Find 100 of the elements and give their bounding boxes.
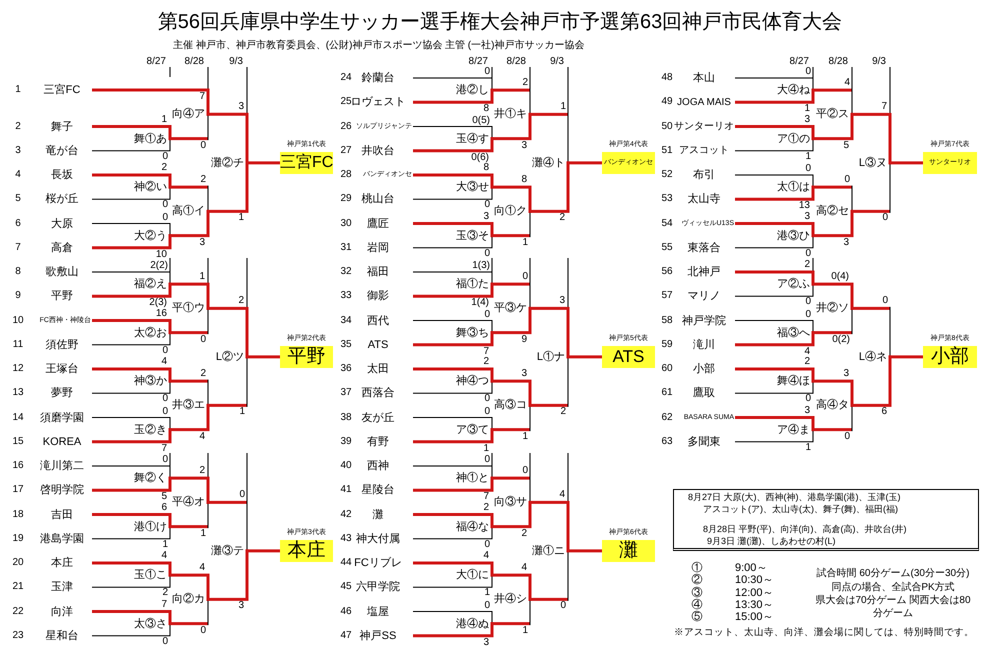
match-label: 神③か	[134, 374, 167, 388]
score-label: 4	[804, 346, 810, 357]
winner-box: 三宮FC	[280, 152, 333, 174]
score-label: 4	[483, 551, 489, 561]
bracket-line	[168, 574, 210, 601]
row-number: 20	[12, 557, 24, 569]
bracket-line	[92, 476, 172, 492]
schedule-text: 9月3日 灘(灘)、しあわせの村(L)	[707, 535, 836, 547]
match-label: 港③ひ	[777, 228, 810, 243]
score-label: 5	[843, 140, 849, 151]
score-label: 6	[161, 502, 167, 512]
bracket-line	[490, 210, 530, 238]
bracket-line	[92, 223, 170, 236]
slot-number: ②	[692, 573, 702, 586]
row-number: 11	[12, 338, 24, 351]
row-number: 55	[661, 242, 673, 254]
score-label: 4	[559, 490, 565, 500]
row-number: 15	[12, 436, 24, 448]
bracket-line	[413, 235, 492, 248]
score-label: 0	[882, 296, 888, 306]
team-name: FCリブレ	[354, 556, 402, 570]
match-label: 港④ぬ	[456, 616, 489, 631]
score-label: 2	[804, 260, 810, 270]
match-label: L④ネ	[858, 350, 887, 364]
team-name: 太山寺	[688, 192, 720, 206]
bracket-line	[168, 114, 208, 140]
team-name: 多聞東	[688, 434, 720, 449]
team-name: 桜が丘	[46, 192, 78, 206]
score-label: 0	[484, 600, 490, 610]
score-label: 1	[805, 152, 811, 162]
match-label: 向①ク	[494, 204, 527, 218]
match-label: 玉②き	[134, 422, 167, 437]
bracket-line	[812, 186, 852, 212]
score-label: 0	[805, 67, 811, 77]
match-label: 玉④す	[456, 132, 489, 146]
row-number: 50	[661, 120, 673, 132]
row-number: 8	[15, 266, 21, 278]
row-number: 33	[340, 290, 352, 302]
score-label: 16	[156, 308, 167, 318]
row-number: 14	[12, 412, 24, 424]
team-name: 星和台	[46, 628, 78, 643]
bracket-line	[92, 186, 170, 200]
team-name: 鷹匠	[367, 216, 389, 230]
score-label: 0	[162, 406, 168, 416]
row-number: 12	[12, 363, 24, 375]
score-label: 0	[522, 272, 528, 282]
start-time: 15:00～	[735, 610, 774, 624]
row-number: 2	[15, 120, 21, 132]
row-number: 40	[340, 460, 352, 472]
team-name: 王塚台	[46, 362, 78, 376]
bracket-line	[413, 88, 494, 104]
row-number: 59	[661, 338, 673, 351]
team-name: 玉津	[51, 580, 73, 594]
date-label: 8/28	[184, 54, 204, 68]
row-number: 3	[15, 144, 21, 157]
score-label: 4	[199, 563, 205, 574]
match-label: 太②お	[134, 326, 167, 340]
team-name: 本山	[693, 71, 715, 85]
bracket-line	[850, 162, 890, 213]
score-label: 0(6)	[471, 152, 489, 163]
match-label: 灘②チ	[211, 156, 244, 170]
match-label: 大①に	[456, 568, 489, 582]
team-name: 東落合	[688, 240, 720, 255]
match-label: L①ナ	[536, 350, 565, 364]
bracket-line	[528, 550, 568, 601]
team-name: マリノ	[688, 289, 720, 304]
row-number: 36	[340, 363, 352, 375]
bracket-line	[413, 331, 494, 346]
score-label: 4	[521, 563, 527, 574]
match-label: 高①イ	[172, 204, 205, 218]
bracket-line	[92, 282, 172, 298]
row-number: 34	[340, 314, 352, 326]
team-name: 港島学園	[40, 532, 84, 546]
bracket-line	[888, 161, 923, 164]
score-label: 2	[238, 296, 244, 306]
row-number: 22	[12, 606, 24, 618]
row-number: 5	[15, 193, 21, 206]
bracket-line	[735, 88, 814, 104]
schedule-text: 8月28日 平野(平)、向洋(向)、高倉(高)、井吹台(井)	[703, 523, 906, 535]
team-name: 吉田	[51, 508, 73, 522]
row-number: 60	[661, 363, 673, 375]
match-label: L②ツ	[216, 350, 244, 364]
score-label: 2	[560, 407, 566, 418]
bracket-line	[566, 355, 602, 358]
bracket-line	[413, 611, 492, 624]
score-label: 3	[521, 369, 527, 380]
match-label: 向④ア	[172, 107, 205, 122]
date-label: 8/27	[468, 54, 488, 67]
team-name: 須佐野	[46, 338, 78, 352]
score-label: 1	[199, 272, 205, 282]
match-label: 舞④ほ	[777, 374, 810, 388]
match-label: 福③へ	[777, 326, 810, 340]
bracket-line	[490, 574, 532, 601]
match-label: 井①キ	[494, 107, 527, 122]
team-name: 布引	[693, 168, 715, 182]
score-label: 1	[239, 407, 245, 418]
bracket-line	[490, 186, 532, 213]
row-number: 7	[15, 242, 21, 254]
team-name: JOGA MAIS	[677, 96, 731, 109]
match-label: 向②カ	[172, 592, 205, 606]
